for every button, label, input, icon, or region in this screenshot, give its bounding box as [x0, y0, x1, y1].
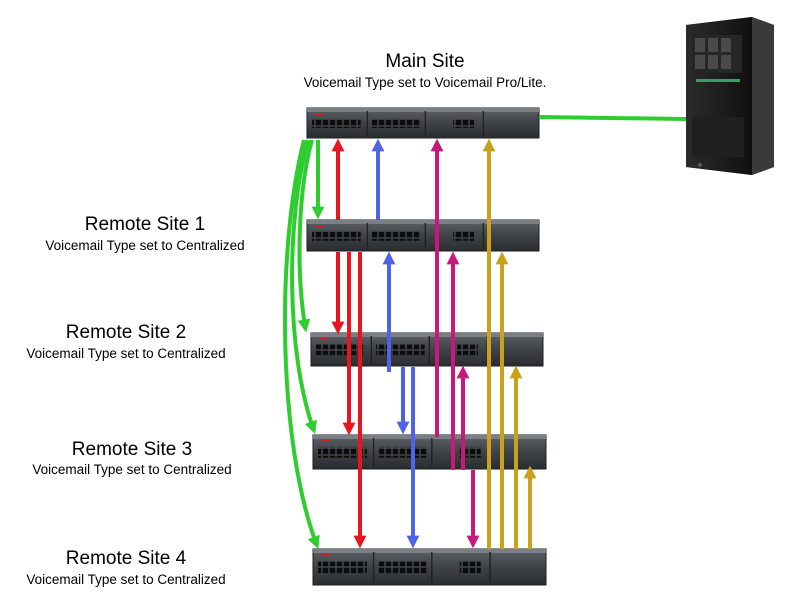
remote-site-4-subtitle: Voicemail Type set to Centralized [26, 572, 225, 587]
remote-site-2-unit [310, 332, 544, 367]
voicemail-server-icon [686, 17, 774, 175]
voicemail-connections [283, 115, 687, 550]
remote-site-1-title: Remote Site 1 [85, 214, 205, 235]
green-link-remote-2 [297, 139, 314, 333]
main-site-title: Main Site [385, 51, 464, 72]
remote-site-4-unit [312, 548, 547, 586]
remote-site-1-unit [306, 219, 540, 252]
remote-site-3-subtitle: Voicemail Type set to Centralized [32, 462, 231, 477]
control-units [306, 107, 547, 586]
remote-site-2-title: Remote Site 2 [66, 322, 186, 343]
remote-site-3-title: Remote Site 3 [72, 439, 192, 460]
site-labels: Main Site Voicemail Type set to Voicemai… [26, 51, 546, 587]
remote-site-2-subtitle: Voicemail Type set to Centralized [26, 346, 225, 361]
remote-site-1-subtitle: Voicemail Type set to Centralized [45, 238, 244, 253]
remote-site-4-title: Remote Site 4 [66, 548, 187, 569]
main-site-unit [306, 107, 540, 139]
green-link-remote-4 [283, 139, 320, 550]
remote-site-3-unit [312, 434, 547, 470]
server-link [538, 115, 687, 121]
main-site-subtitle: Voicemail Type set to Voicemail Pro/Lite… [304, 75, 547, 90]
green-link-remote-3 [290, 139, 317, 435]
